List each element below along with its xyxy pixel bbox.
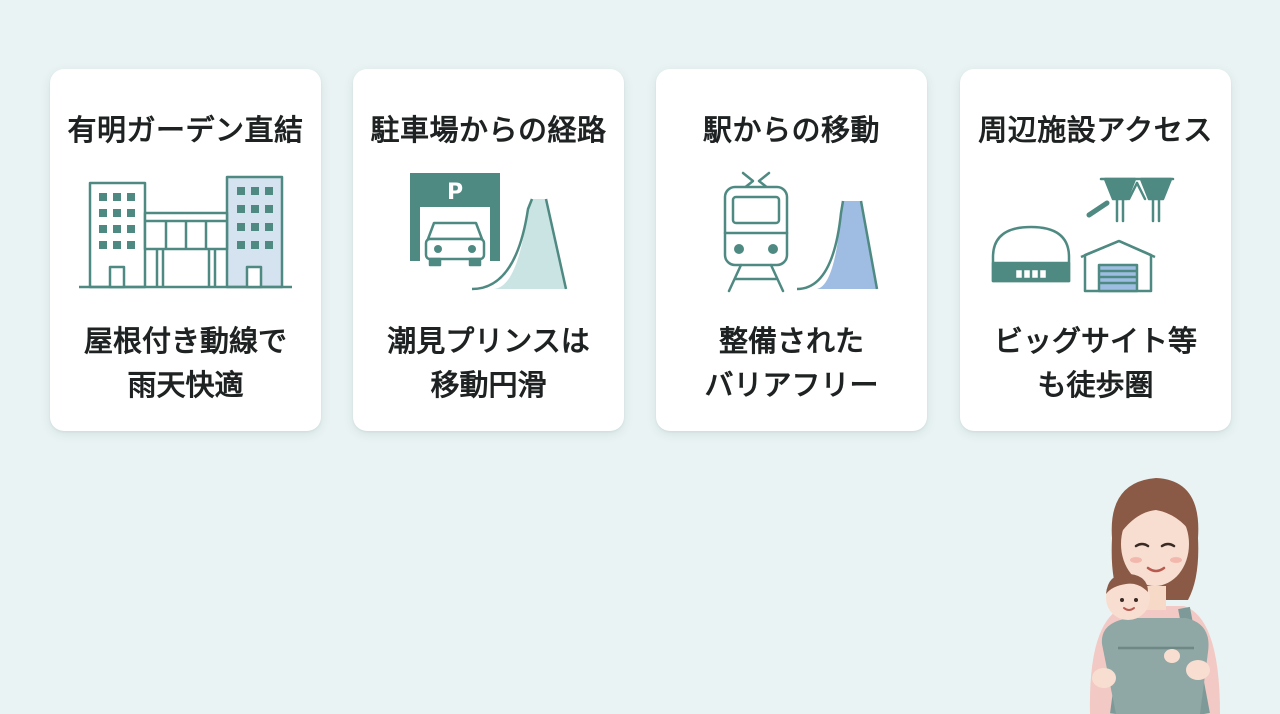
card-description: 整備された バリアフリー	[704, 324, 879, 402]
facilities-icon	[991, 177, 1175, 293]
mother-with-baby-illustration	[1089, 478, 1220, 714]
connected-buildings-icon	[79, 175, 292, 289]
card-description: 屋根付き動線で 雨天快適	[83, 324, 287, 402]
card-title: 周辺施設アクセス	[978, 113, 1213, 147]
card-nearby-facilities: 周辺施設アクセス	[960, 69, 1231, 431]
info-cards: 有明ガーデン直結	[50, 69, 1231, 431]
svg-text:P: P	[447, 180, 463, 205]
card-description: 潮見プリンスは 移動円滑	[387, 324, 590, 402]
parking-car-icon: P	[410, 173, 568, 291]
card-parking-route: 駐車場からの経路 P 潮見プリンスは 移動円滑	[353, 69, 624, 431]
card-title: 駅からの移動	[702, 113, 880, 147]
card-description: ビッグサイト等 も徒歩圏	[993, 324, 1197, 402]
train-ramp-icon	[723, 171, 879, 293]
card-title: 駐車場からの経路	[370, 113, 607, 147]
card-station-access: 駅からの移動 整備された バリアフリ	[656, 69, 927, 431]
card-ariake-garden: 有明ガーデン直結	[50, 69, 321, 431]
card-title: 有明ガーデン直結	[67, 113, 304, 147]
